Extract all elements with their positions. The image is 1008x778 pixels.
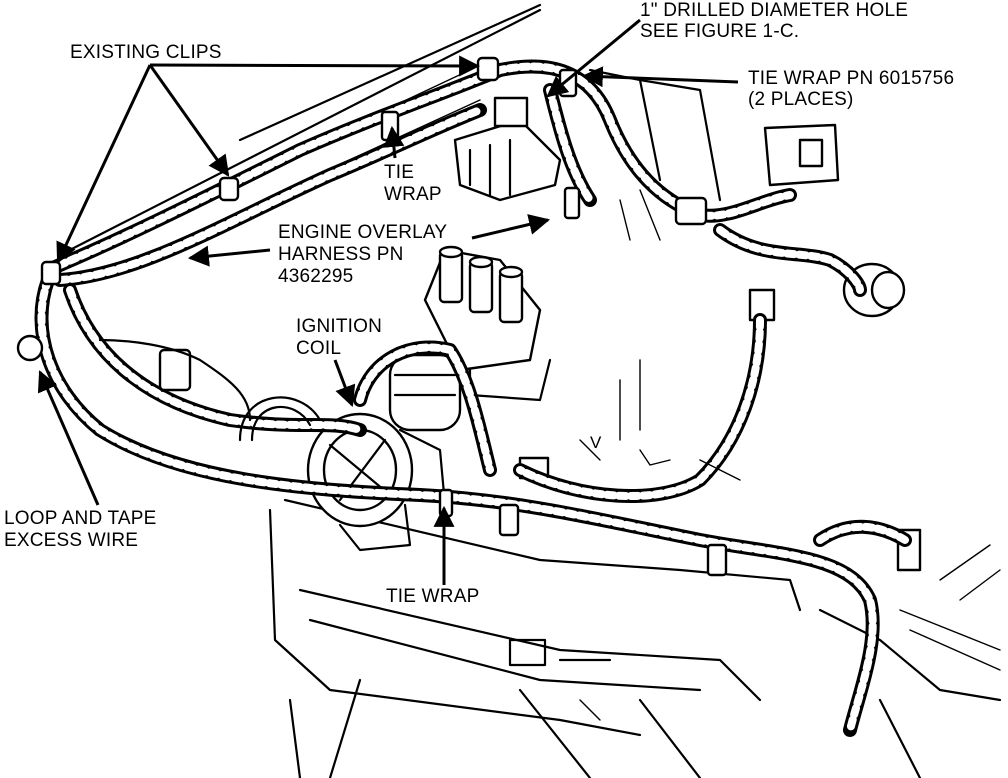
excess-wire-loop [16,334,322,442]
connector-block-drawing [453,96,562,202]
label-ignition-coil-line1: IGNITION [296,316,383,337]
right-connector-drawing [518,123,922,572]
label-loop-tape-line1: LOOP AND TAPE [4,508,157,529]
label-tie-wrap-top-line2: WRAP [384,184,442,205]
label-loop-tape-line2: EXCESS WIRE [4,530,139,551]
engine-block [268,498,1002,778]
label-engine-overlay-line2: HARNESS PN [278,244,404,265]
leader-lines [37,18,739,585]
label-tie-wrap-pn-line1: TIE WRAP PN 6015756 [748,68,955,89]
label-drilled-hole-line2: SEE FIGURE 1-C. [640,21,800,42]
label-drilled-hole-line1: 1" DRILLED DIAMETER HOLE [640,0,909,21]
label-ignition-coil-line2: COIL [296,338,342,359]
label-engine-overlay-line3: 4362295 [278,266,354,287]
ignition-coil-drawing [306,353,462,552]
stamp-v: V [590,433,602,452]
engine-details [579,189,741,481]
label-engine-overlay-line1: ENGINE OVERLAY [278,222,448,243]
distributor-cap-drawing [423,245,552,402]
label-tie-wrap-bottom: TIE WRAP [386,586,480,607]
label-tie-wrap-pn-line2: (2 PLACES) [748,89,854,110]
label-tie-wrap-top-line1: TIE [384,162,415,183]
label-existing-clips: EXISTING CLIPS [70,42,222,63]
